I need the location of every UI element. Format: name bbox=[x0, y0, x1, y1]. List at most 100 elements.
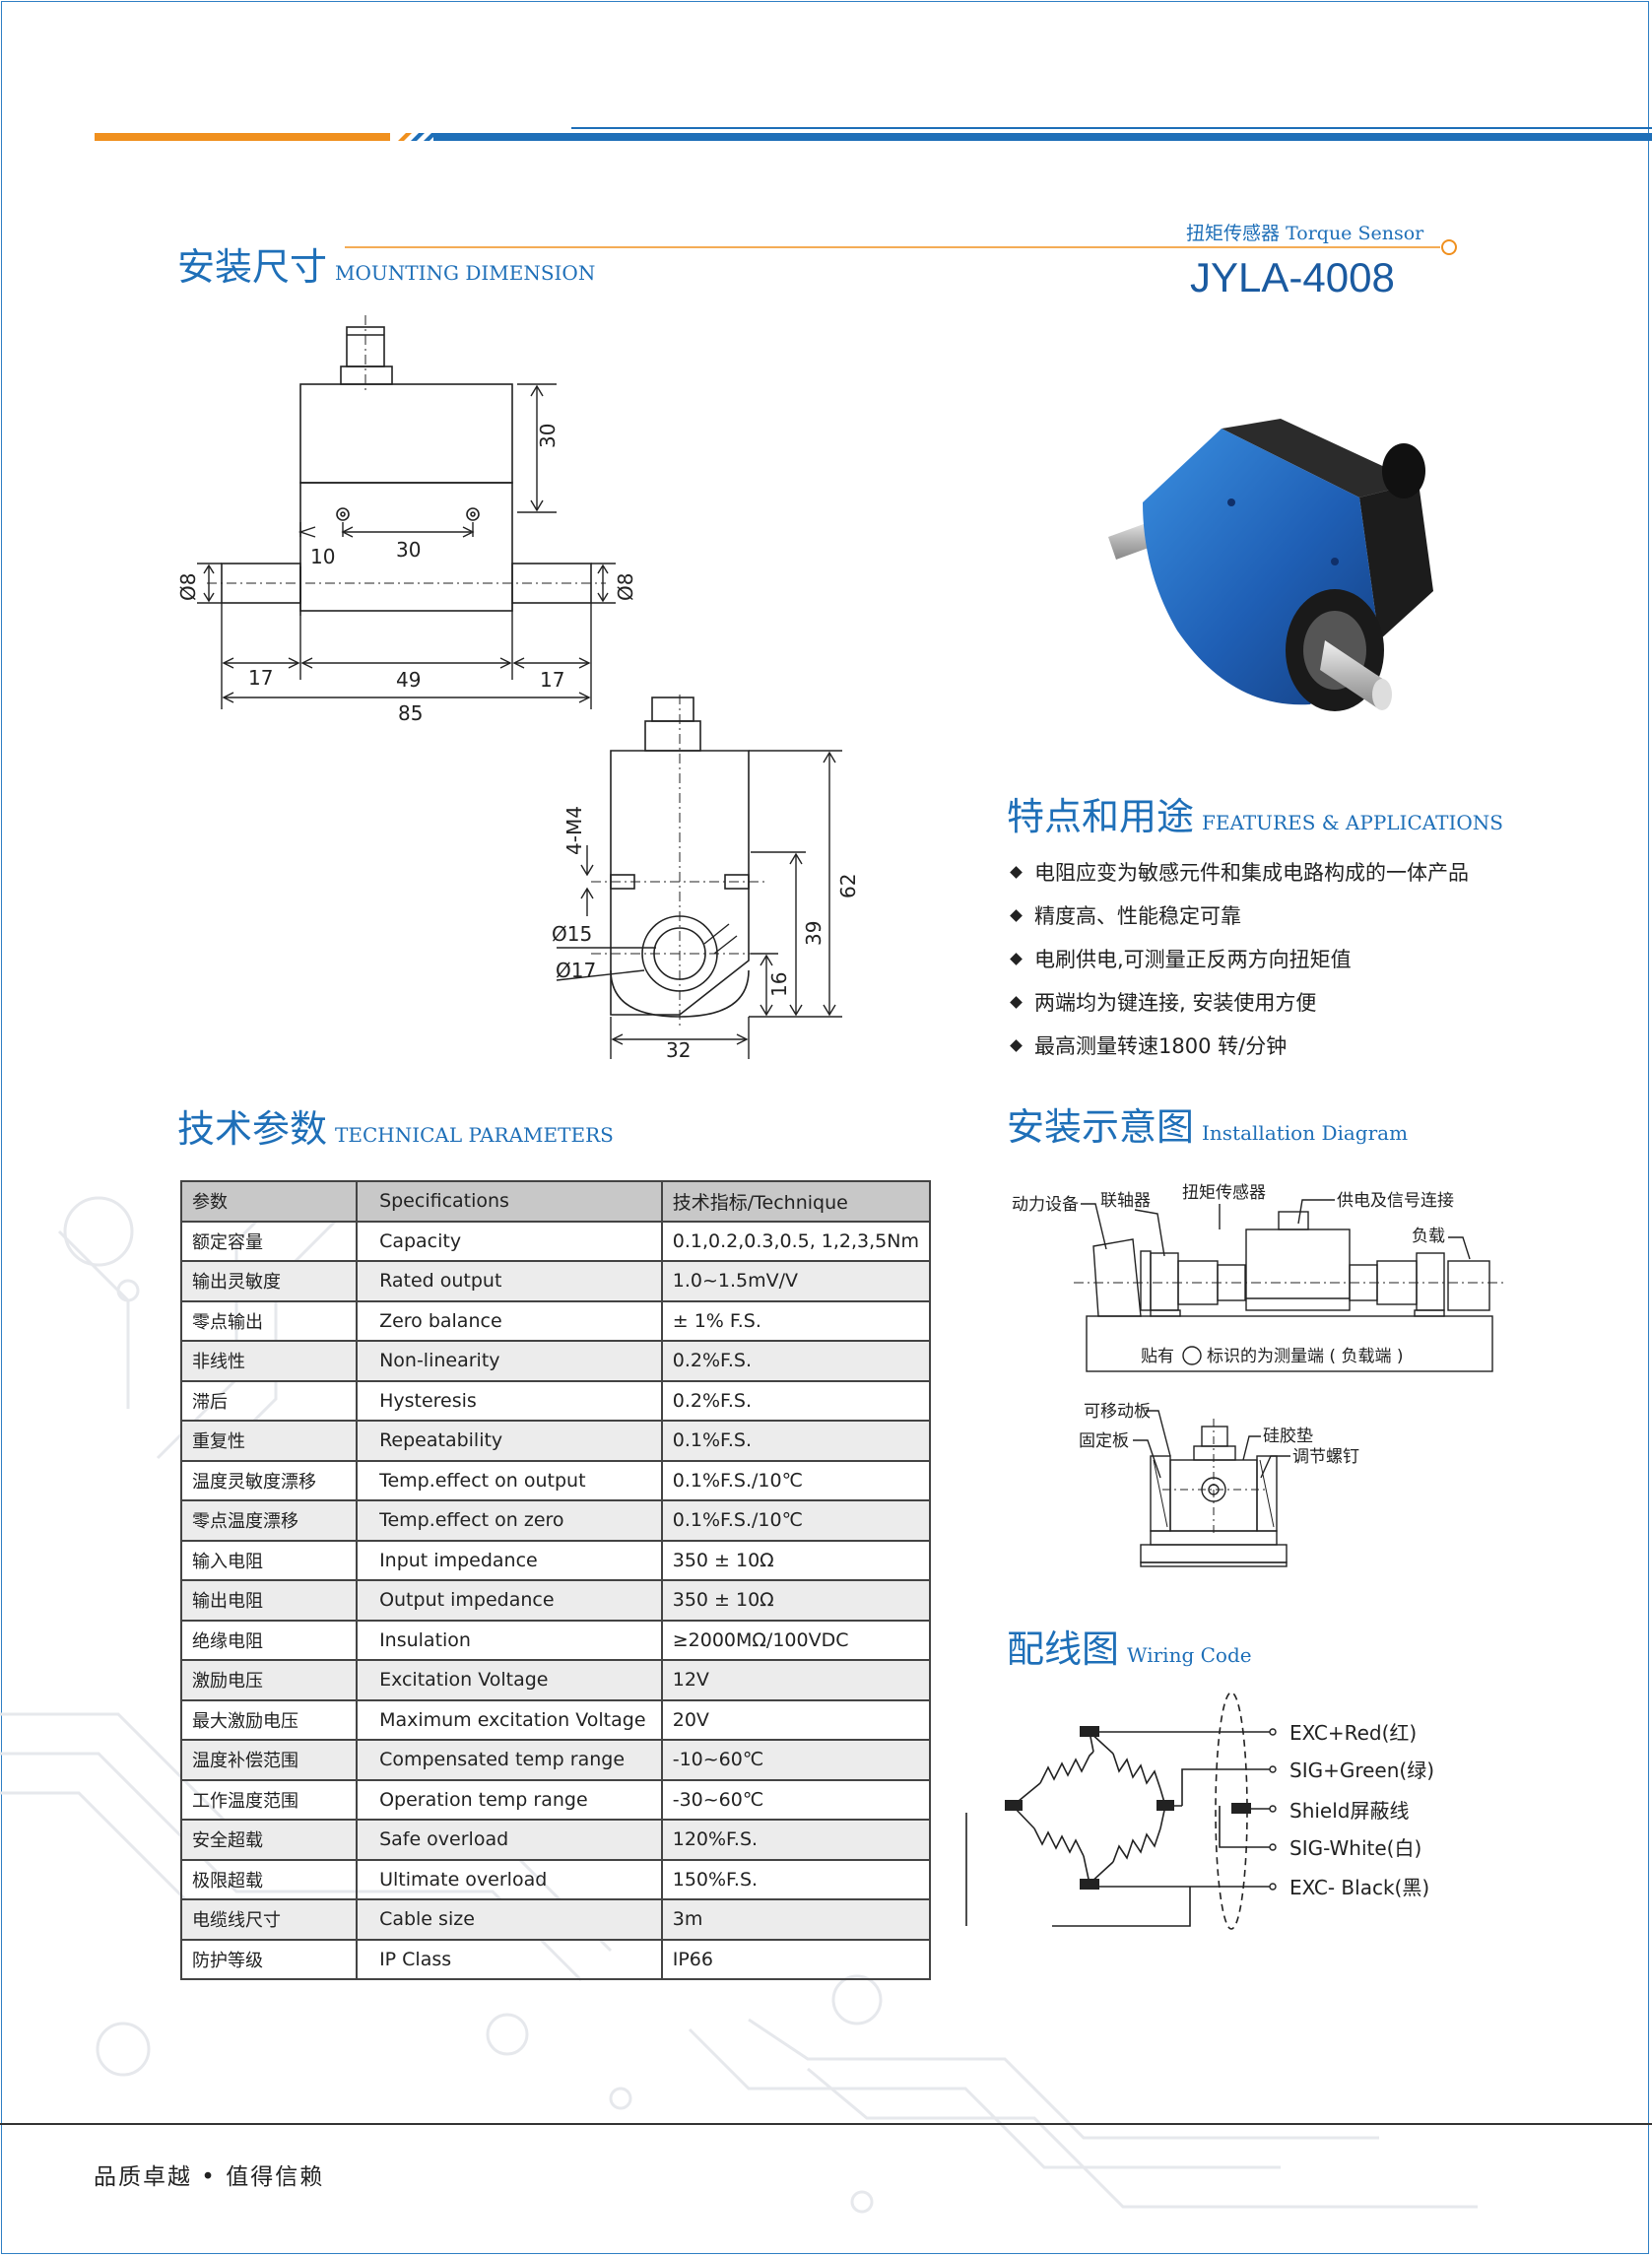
orange-stripe bbox=[95, 133, 390, 141]
param-name-cell: 电缆线尺寸 bbox=[179, 1898, 359, 1941]
technique-cell: 350 ± 10Ω bbox=[660, 1579, 932, 1622]
technique-cell: -10~60℃ bbox=[660, 1739, 932, 1781]
spec-cell: Cable size bbox=[356, 1898, 663, 1941]
technique-cell: 350 ± 10Ω bbox=[660, 1539, 932, 1581]
technique-cell: ≥2000MΩ/100VDC bbox=[660, 1619, 932, 1661]
spec-cell: Rated output bbox=[356, 1260, 663, 1302]
bullet-icon bbox=[1010, 908, 1023, 922]
wire-exc-plus: EXC+Red(红) bbox=[1289, 1721, 1417, 1745]
label-measure-prefix: 贴有 bbox=[1141, 1347, 1174, 1366]
technical-title-en: TECHNICAL PARAMETERS bbox=[335, 1123, 614, 1147]
feature-item: 精度高、性能稳定可靠 bbox=[1010, 895, 1469, 938]
header-param: 参数 bbox=[179, 1180, 359, 1223]
installation-title-zh: 安装示意图 bbox=[1007, 1105, 1195, 1149]
bullet-icon bbox=[1010, 865, 1023, 879]
installation-diagram: 动力设备 联轴器 扭矩传感器 供电及信号连接 负载 贴有 标识 bbox=[1012, 1183, 1507, 1567]
header-spec: Specifications bbox=[356, 1180, 663, 1223]
param-name-cell: 零点温度漂移 bbox=[179, 1499, 359, 1542]
dim-10: 10 bbox=[310, 545, 335, 568]
right-shaft bbox=[1320, 640, 1384, 709]
technical-title: 技术参数 TECHNICAL PARAMETERS bbox=[177, 1098, 614, 1153]
dim-phi8-left: Ø8 bbox=[176, 573, 200, 601]
param-name-cell: 非线性 bbox=[179, 1340, 359, 1382]
technique-cell: 0.1%F.S./10℃ bbox=[660, 1459, 932, 1501]
black-side bbox=[1359, 483, 1433, 640]
param-name-cell: 激励电压 bbox=[179, 1659, 359, 1701]
bullet-icon bbox=[1010, 952, 1023, 965]
dim-30-horizontal: 30 bbox=[396, 538, 421, 562]
dim-phi17: Ø17 bbox=[556, 959, 596, 982]
param-name-cell: 滞后 bbox=[179, 1379, 359, 1422]
blue-slash-1 bbox=[411, 133, 425, 141]
param-name-cell: 最大激励电压 bbox=[179, 1698, 359, 1741]
label-power-signal: 供电及信号连接 bbox=[1337, 1191, 1454, 1211]
label-coupling: 联轴器 bbox=[1100, 1191, 1151, 1211]
technique-cell: IP66 bbox=[660, 1938, 932, 1980]
param-name-cell: 温度补偿范围 bbox=[179, 1739, 359, 1781]
dim-16: 16 bbox=[767, 972, 791, 997]
wire-shield: Shield屏蔽线 bbox=[1289, 1799, 1409, 1823]
param-name-cell: 工作温度范围 bbox=[179, 1778, 359, 1821]
technique-cell: ± 1% F.S. bbox=[660, 1299, 932, 1342]
param-name-cell: 绝缘电阻 bbox=[179, 1619, 359, 1661]
param-name-cell: 输出灵敏度 bbox=[179, 1260, 359, 1302]
feature-item: 电刷供电,可测量正反两方向扭矩值 bbox=[1010, 938, 1469, 981]
installation-title: 安装示意图 Installation Diagram bbox=[1007, 1096, 1408, 1151]
mounting-title-zh: 安装尺寸 bbox=[177, 245, 328, 289]
technique-cell: -30~60℃ bbox=[660, 1778, 932, 1821]
param-name-cell: 极限超载 bbox=[179, 1858, 359, 1900]
header-technique: 技术指标/Technique bbox=[660, 1180, 932, 1223]
wiring-diagram: EXC+Red(红) SIG+Green(绿) Shield屏蔽线 SIG-Wh… bbox=[965, 1692, 1434, 1930]
technique-cell: 12V bbox=[660, 1659, 932, 1701]
spec-cell: Safe overload bbox=[356, 1819, 663, 1861]
technical-title-zh: 技术参数 bbox=[177, 1107, 328, 1151]
dim-phi8-right: Ø8 bbox=[614, 573, 637, 601]
dim-85: 85 bbox=[398, 701, 423, 725]
param-name-cell: 额定容量 bbox=[179, 1220, 359, 1262]
param-name-cell: 安全超载 bbox=[179, 1819, 359, 1861]
footer-rule bbox=[0, 2123, 1652, 2125]
installation-title-en: Installation Diagram bbox=[1202, 1121, 1409, 1145]
spec-cell: Repeatability bbox=[356, 1420, 663, 1462]
dim-30-vertical: 30 bbox=[536, 424, 560, 448]
dim-32: 32 bbox=[666, 1038, 691, 1062]
label-fixed-plate: 固定板 bbox=[1079, 1431, 1129, 1451]
dim-17-left: 17 bbox=[248, 666, 273, 690]
dim-39: 39 bbox=[802, 921, 826, 946]
features-title-zh: 特点和用途 bbox=[1007, 795, 1195, 838]
blue-thin-stripe bbox=[571, 127, 1652, 129]
spec-cell: Insulation bbox=[356, 1619, 663, 1661]
technique-cell: 0.1%F.S./10℃ bbox=[660, 1499, 932, 1542]
features-title: 特点和用途 FEATURES & APPLICATIONS bbox=[1007, 786, 1503, 840]
spec-cell: Capacity bbox=[356, 1220, 663, 1262]
wire-sig-plus: SIG+Green(绿) bbox=[1289, 1759, 1434, 1782]
wiring-title-en: Wiring Code bbox=[1127, 1643, 1252, 1667]
spec-cell: IP Class bbox=[356, 1938, 663, 1980]
technique-cell: 0.2%F.S. bbox=[660, 1340, 932, 1382]
label-silicone-pad: 硅胶垫 bbox=[1263, 1427, 1313, 1446]
footer-slogan: 品质卓越 • 值得信赖 bbox=[94, 2164, 325, 2190]
technique-cell: 120%F.S. bbox=[660, 1819, 932, 1861]
features-title-en: FEATURES & APPLICATIONS bbox=[1202, 811, 1503, 834]
param-name-cell: 输出电阻 bbox=[179, 1579, 359, 1622]
product-caption: 扭矩传感器 Torque Sensor bbox=[1186, 219, 1423, 245]
header-stripe bbox=[95, 127, 1652, 141]
dim-49: 49 bbox=[396, 668, 421, 692]
label-measure-suffix: 标识的为测量端 ( 负载端 ) bbox=[1207, 1347, 1403, 1366]
